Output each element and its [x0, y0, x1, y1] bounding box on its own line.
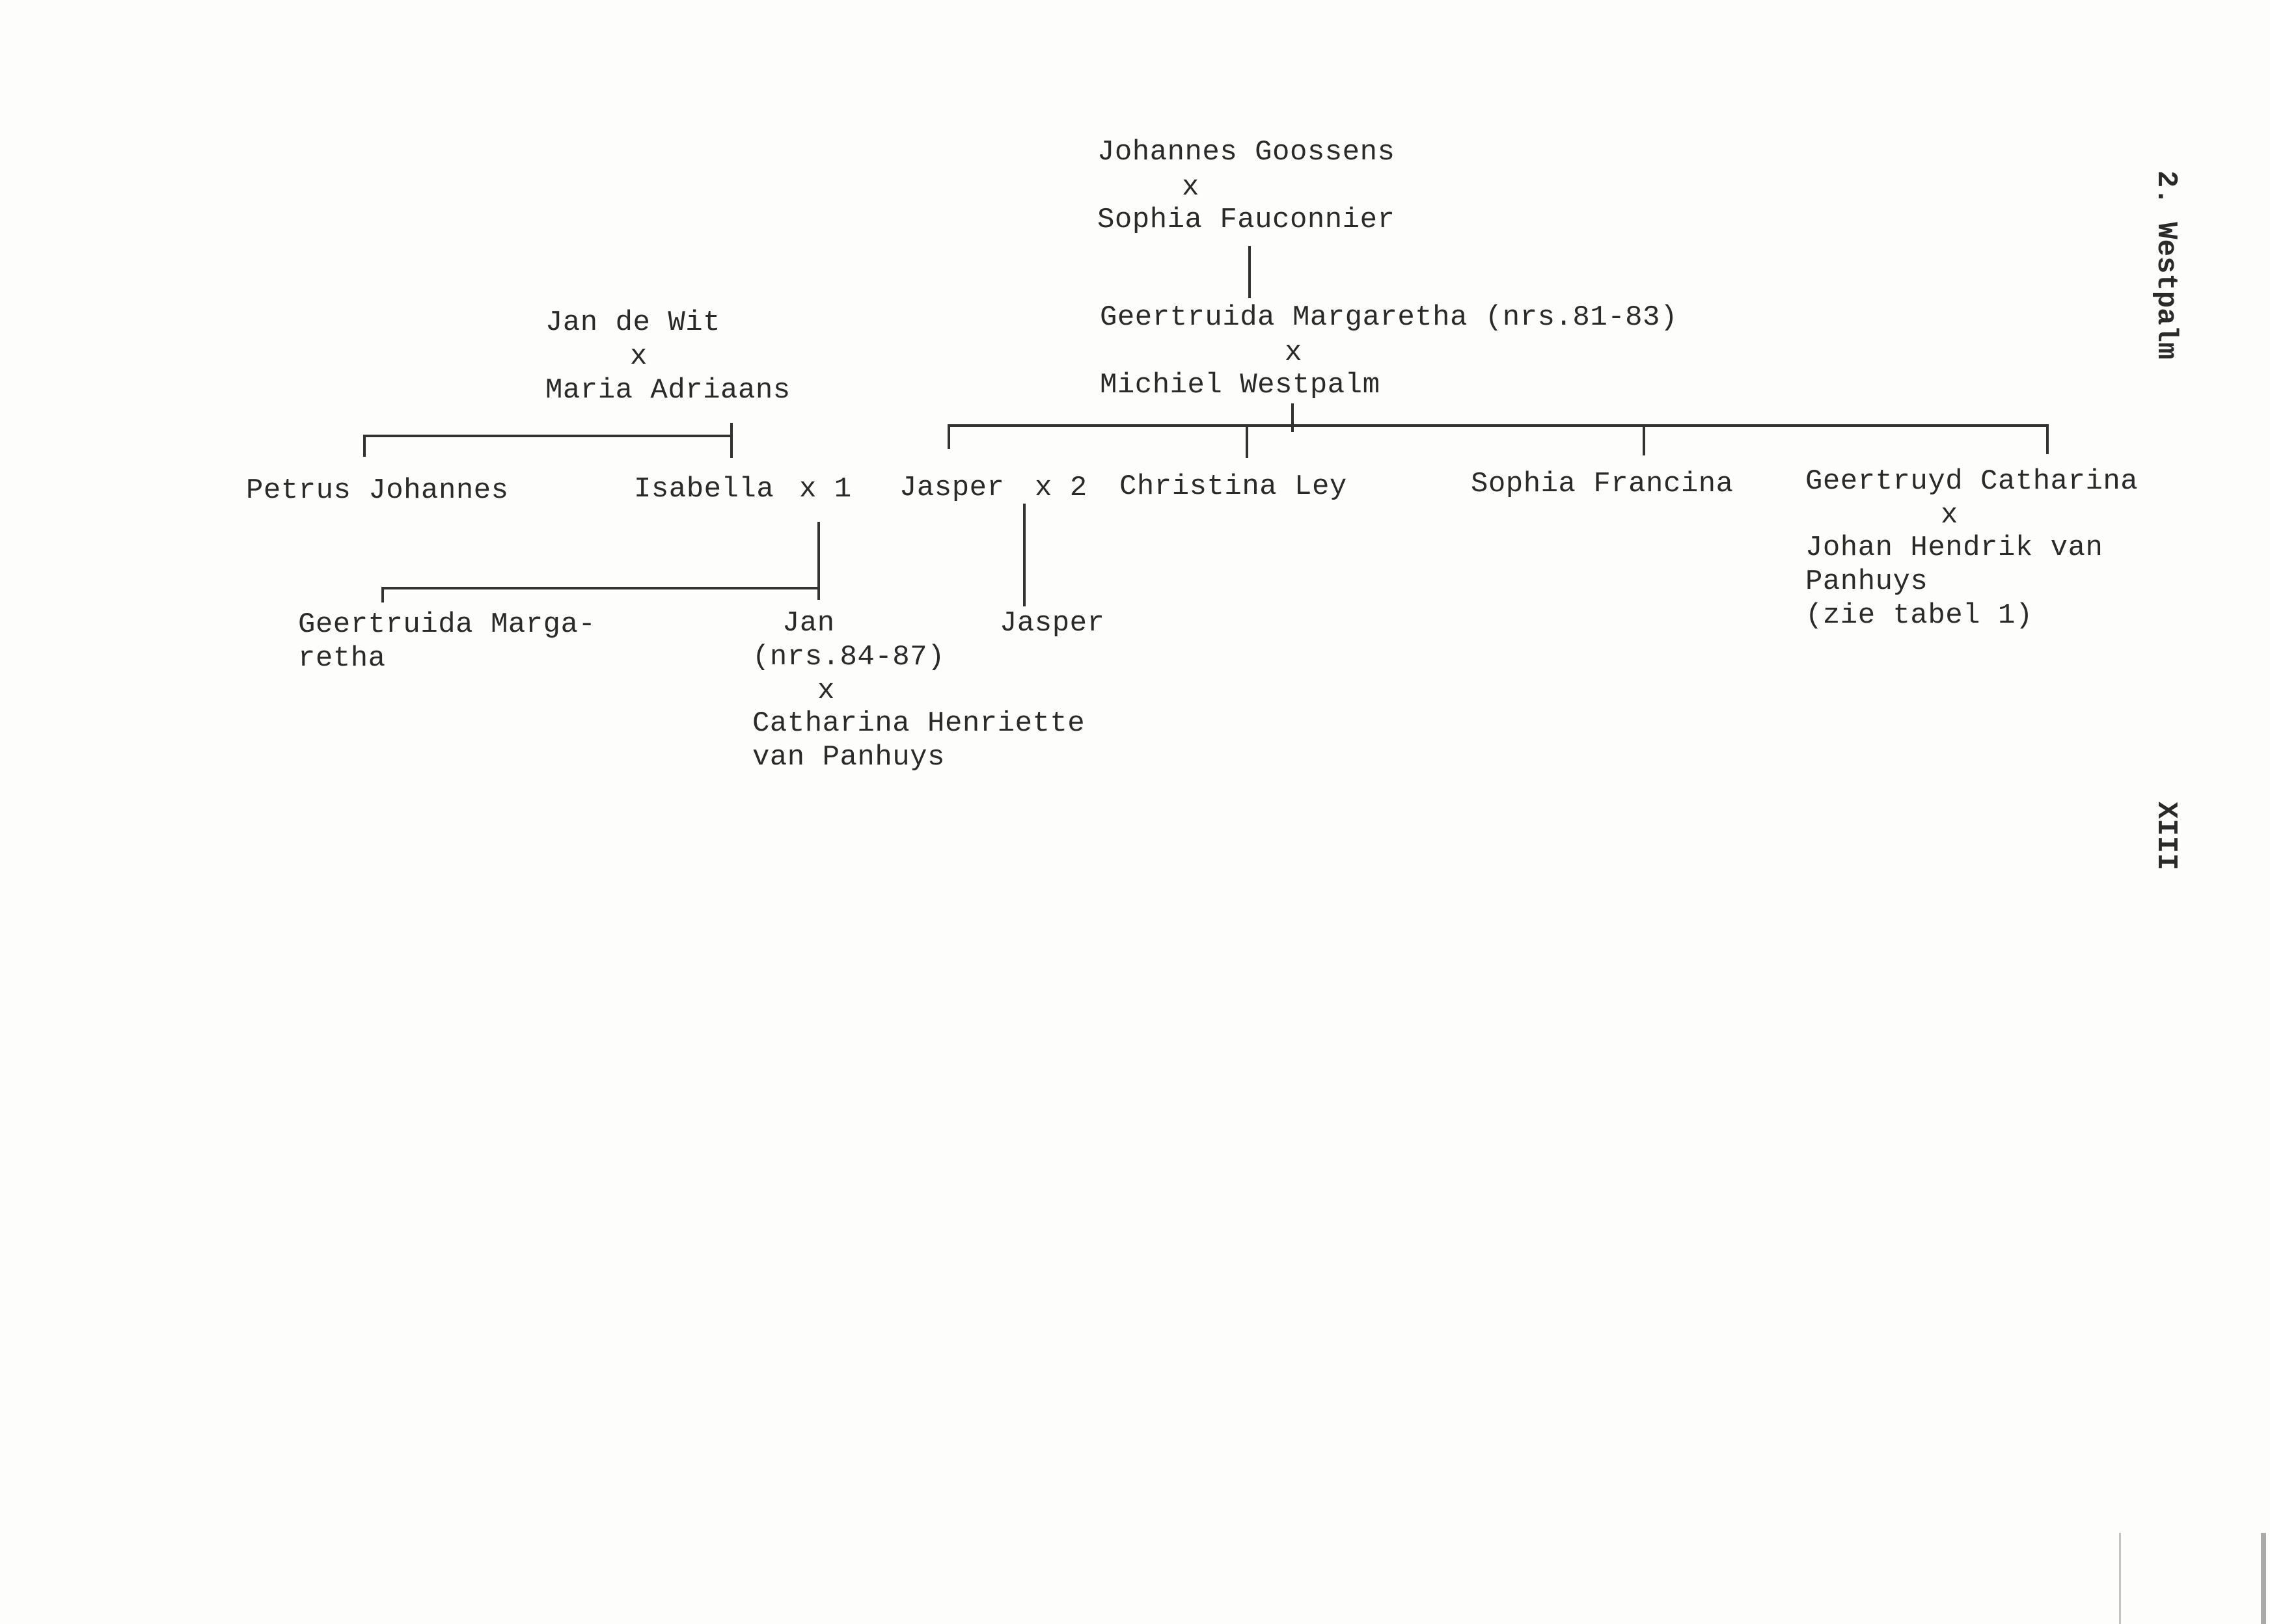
drop-geertruyd [2046, 424, 2049, 454]
scan-edge-mark [2119, 1533, 2121, 1624]
sibling-bracket-westpalm [948, 424, 2049, 427]
person-geertruida-child-line1: Geertruida Marga- [298, 608, 596, 641]
sibling-bracket-de-wit [363, 435, 733, 437]
person-jan-nrs: (nrs.84-87) [752, 641, 945, 673]
person-jan-de-wit: Jan de Wit [545, 306, 721, 339]
person-geertruida-margaretha: Geertruida Margaretha (nrs.81-83) [1100, 301, 1678, 334]
person-geertruida-child-line2: retha [298, 642, 386, 675]
person-christina-ley: Christina Ley [1119, 470, 1347, 503]
person-catharina-henriette-line2: van Panhuys [752, 741, 945, 774]
drop-sophia-francina [1643, 424, 1645, 455]
table-number-label: XIII [2150, 802, 2182, 871]
marriage-x1: x 1 [799, 473, 852, 506]
marriage-x2: x 2 [1035, 472, 1087, 504]
sibling-bracket-isabella [381, 587, 820, 589]
marriage-x-westpalm: x [1285, 336, 1302, 369]
person-geertruyd-catharina: Geertruyd Catharina [1805, 465, 2139, 498]
drop-petrus [363, 435, 366, 457]
marriage-x-panhuys: x [1941, 499, 1958, 532]
person-sophia-francina: Sophia Francina [1471, 468, 1734, 500]
person-maria-adriaans: Maria Adriaans [545, 374, 791, 407]
drop-jasper [948, 424, 950, 449]
person-jan: Jan [782, 607, 835, 640]
descent-line-westpalm [1291, 403, 1294, 432]
descent-line-isabella [817, 522, 820, 600]
scan-edge-mark-right [2261, 1533, 2266, 1624]
person-petrus-johannes: Petrus Johannes [246, 474, 509, 507]
descent-line-goossens [1248, 246, 1251, 298]
person-johan-hendrik-line2: Panhuys [1805, 565, 1928, 598]
marriage-x-goossens: x [1182, 171, 1199, 204]
marriage-x-de-wit: x [630, 340, 648, 373]
person-sophia-fauconnier: Sophia Fauconnier [1097, 204, 1395, 236]
person-johan-hendrik-line1: Johan Hendrik van [1805, 532, 2103, 564]
marriage-x-jan: x [817, 675, 835, 707]
person-jasper: Jasper [899, 472, 1005, 504]
drop-christina [1246, 424, 1248, 458]
person-catharina-henriette-line1: Catharina Henriette [752, 707, 1086, 740]
person-johannes-goossens: Johannes Goossens [1097, 136, 1395, 169]
descent-line-jasper [1023, 504, 1026, 606]
drop-isabella [730, 423, 733, 458]
person-isabella: Isabella [634, 473, 774, 506]
cross-reference-zie-tabel: (zie tabel 1) [1805, 599, 2033, 632]
drop-geertruida-child [381, 587, 384, 602]
person-jasper-child: Jasper [1000, 607, 1105, 640]
section-label: 2. Westpalm [2150, 170, 2182, 360]
person-michiel-westpalm: Michiel Westpalm [1100, 369, 1380, 401]
